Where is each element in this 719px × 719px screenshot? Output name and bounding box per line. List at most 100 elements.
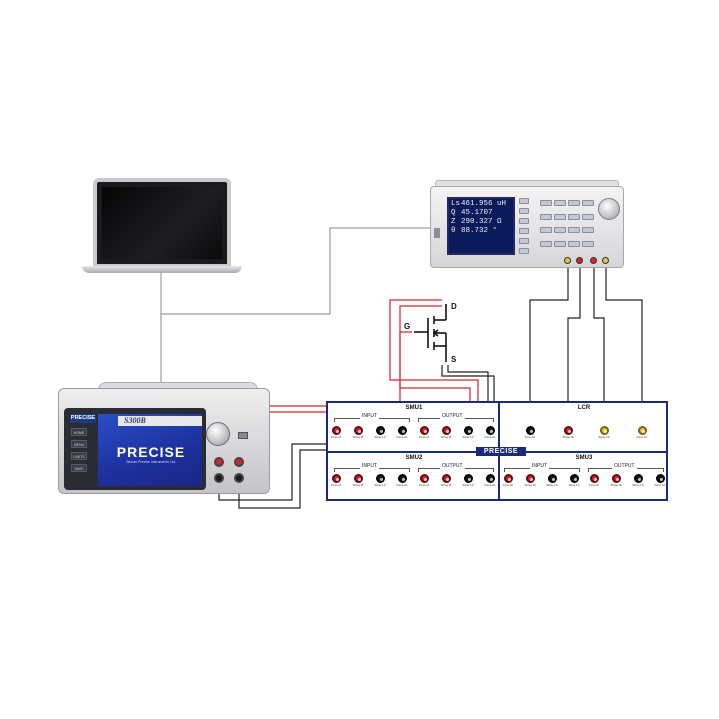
smu3-output-4-caption: Force LO (654, 484, 666, 487)
smu3-input-1-jack[interactable] (503, 473, 513, 483)
gate-label: G (404, 322, 411, 331)
smu1-output-3-jack[interactable] (463, 425, 473, 435)
smu1-output-3-caption: Sense LO (462, 436, 474, 439)
lcr-lead-4 (605, 268, 643, 428)
lcr-4-caption: Force LO (636, 436, 648, 439)
smu3-output-1-jack[interactable] (589, 473, 599, 483)
smu-knob-icon[interactable] (206, 422, 230, 446)
lcr-2-caption: Sense HI (562, 436, 574, 439)
smu2-output-4-caption: Force LO (484, 484, 496, 487)
smu-button-menu[interactable]: MENU (71, 440, 87, 448)
lcr-lead-2 (567, 268, 581, 428)
smu2-output-1-caption: Force HI (419, 484, 429, 487)
lcr-terminal-1 (564, 257, 571, 264)
smu1-output-2-caption: Sense HI (440, 436, 452, 439)
smu2-input-1-caption: Force HI (331, 484, 341, 487)
lcr-3-caption: Sense LO (598, 436, 610, 439)
smu3-input-3-caption: Sense LO (546, 484, 558, 487)
smu3-input-2-caption: Sense HI (524, 484, 536, 487)
lcr-title: LCR (577, 405, 591, 411)
smu3-input-label: INPUT (530, 463, 549, 469)
usb-port-icon (434, 228, 440, 238)
smu3-input-4-jack[interactable] (569, 473, 579, 483)
lcr-1-jack[interactable] (525, 425, 535, 435)
lcr-terminal-3 (590, 257, 597, 264)
lcr-terminal-2 (576, 257, 583, 264)
lcr-3-jack[interactable] (599, 425, 609, 435)
smu1-output-1-caption: Force HI (419, 436, 429, 439)
smu3-input-3-jack[interactable] (547, 473, 557, 483)
smu-model-label: S300B (118, 416, 202, 426)
lcr-reading-ls: Ls461.956 uH (451, 200, 507, 208)
lcr-1-caption: Force HI (525, 436, 535, 439)
smu2-output-3-caption: Sense LO (462, 484, 474, 487)
smu1-input-3-jack[interactable] (375, 425, 385, 435)
smu1-input-1-jack[interactable] (331, 425, 341, 435)
smu2-input-label: INPUT (360, 463, 379, 469)
smu3-output-2-caption: Sense HI (610, 484, 622, 487)
smu-button-save[interactable]: SAVE (71, 464, 87, 472)
smu1-output-2-jack[interactable] (441, 425, 451, 435)
smu2-output-2-jack[interactable] (441, 473, 451, 483)
lcr-terminal-4 (602, 257, 609, 264)
smu2-input-4-caption: Force LO (396, 484, 408, 487)
smu2-output-label: OUTPUT (440, 463, 465, 469)
smu2-input-2-jack[interactable] (353, 473, 363, 483)
smu2-input-3-jack[interactable] (375, 473, 385, 483)
smu2-input-3-caption: Sense LO (374, 484, 386, 487)
smu-button-limits[interactable]: LIMITS (71, 452, 87, 460)
smu-screen-logo: PRECISE (116, 444, 186, 460)
smu2-output-4-jack[interactable] (485, 473, 495, 483)
lcr-knob-icon (598, 198, 620, 220)
smu-display (98, 414, 202, 486)
smu3-output-label: OUTPUT (612, 463, 637, 469)
lcr-2-jack[interactable] (563, 425, 573, 435)
mosfet-symbol (414, 304, 447, 362)
smu2-output-1-jack[interactable] (419, 473, 429, 483)
usb-port-icon (238, 432, 248, 439)
smu1-input-4-caption: Force LO (396, 436, 408, 439)
smu-brand-badge: PRECISE (70, 414, 96, 423)
lcr-softkeys (519, 198, 529, 254)
smu2-input-4-jack[interactable] (397, 473, 407, 483)
lcr-keypad (540, 200, 596, 250)
smu3-output-2-jack[interactable] (611, 473, 621, 483)
smu1-output-4-jack[interactable] (485, 425, 495, 435)
smu3-input-4-caption: Force LO (568, 484, 580, 487)
laptop-screen (93, 178, 231, 268)
smu-terminal-force-hi (214, 457, 224, 467)
fixture-brand-band: PRECISE (476, 447, 526, 456)
source-label: S (451, 355, 457, 364)
smu3-output-4-jack[interactable] (655, 473, 665, 483)
drain-lead-red (389, 299, 479, 428)
smu1-output-1-jack[interactable] (419, 425, 429, 435)
smu1-input-4-jack[interactable] (397, 425, 407, 435)
smu-screen-subtitle: Wuhan Precise Instruments Ltd. (126, 460, 176, 464)
smu3-input-2-jack[interactable] (525, 473, 535, 483)
smu2-output-3-jack[interactable] (463, 473, 473, 483)
smu3-output-3-caption: Sense LO (632, 484, 644, 487)
lcr-lead-3 (593, 268, 605, 428)
smu-terminal-sense-lo (214, 473, 224, 483)
smu1-input-2-jack[interactable] (353, 425, 363, 435)
smu3-input-1-caption: Force HI (503, 484, 513, 487)
smu1-input-1-caption: Force HI (331, 436, 341, 439)
smu1-input-label: INPUT (360, 413, 379, 419)
lcr-comm-cable (161, 227, 430, 315)
lcr-4-jack[interactable] (637, 425, 647, 435)
smu1-input-2-caption: Sense HI (352, 436, 364, 439)
smu3-output-3-jack[interactable] (633, 473, 643, 483)
smu-button-home[interactable]: HOME (71, 428, 87, 436)
smu2-input-1-jack[interactable] (331, 473, 341, 483)
smu1-output-4-caption: Force LO (484, 436, 496, 439)
smu-terminal-sense-hi (234, 457, 244, 467)
laptop-base (82, 266, 242, 273)
smu-terminal-force-lo (234, 473, 244, 483)
smu1-output-label: OUTPUT (440, 413, 465, 419)
smu1-input-3-caption: Sense LO (374, 436, 386, 439)
